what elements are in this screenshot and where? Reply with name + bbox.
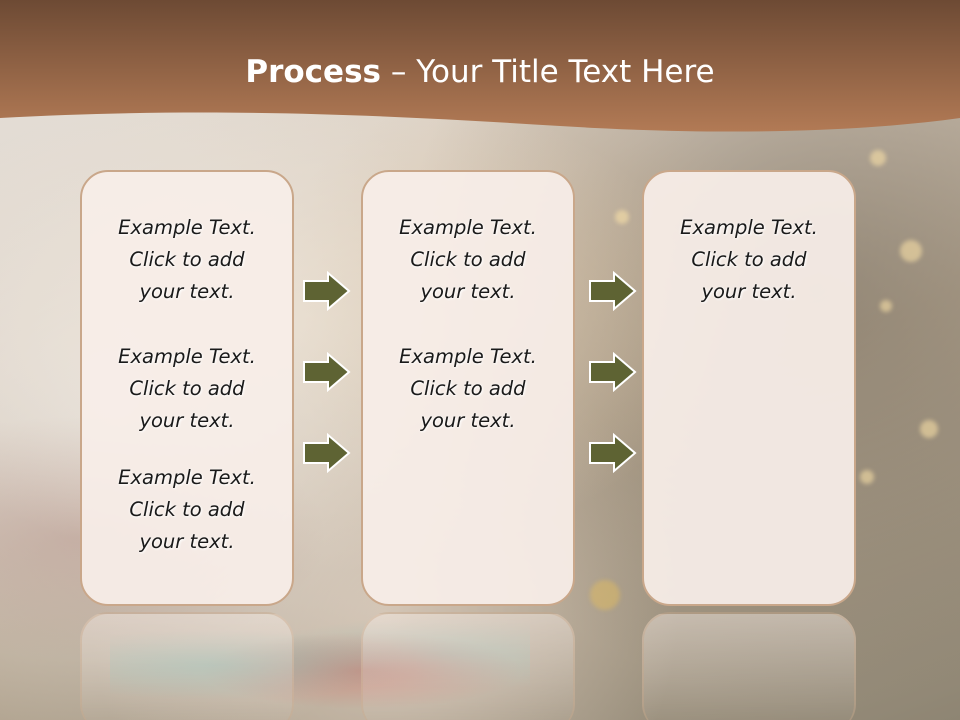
process-box-1[interactable]: Example Text. Click to add your text. Ex… <box>80 170 294 606</box>
process-box-3[interactable]: Example Text. Click to add your text. <box>642 170 856 606</box>
header-band <box>0 0 960 132</box>
bokeh-light <box>590 580 620 610</box>
text-block[interactable]: Example Text. Click to add your text. <box>82 462 292 558</box>
text-line: Example Text. <box>118 466 256 489</box>
text-line: Example Text. <box>399 345 537 368</box>
bokeh-light <box>920 420 938 438</box>
text-line: your text. <box>139 280 235 303</box>
text-line: Example Text. <box>399 216 537 239</box>
text-line: Click to add <box>410 248 526 271</box>
text-line: Example Text. <box>680 216 818 239</box>
text-line: Click to add <box>691 248 807 271</box>
bokeh-light <box>860 470 874 484</box>
right-arrow-icon[interactable] <box>588 433 638 473</box>
right-arrow-icon[interactable] <box>588 271 638 311</box>
text-line: Click to add <box>129 498 245 521</box>
text-line: your text. <box>139 409 235 432</box>
process-box-1-reflection <box>80 612 294 720</box>
background-scarf <box>110 610 530 720</box>
text-block[interactable]: Example Text. Click to add your text. <box>644 212 854 308</box>
title-bold: Process <box>245 54 381 90</box>
right-arrow-icon[interactable] <box>588 352 638 392</box>
text-line: your text. <box>420 409 516 432</box>
text-block[interactable]: Example Text. Click to add your text. <box>82 212 292 308</box>
page-title[interactable]: Process – Your Title Text Here <box>0 54 960 90</box>
title-rest: – Your Title Text Here <box>381 54 715 90</box>
text-block[interactable]: Example Text. Click to add your text. <box>363 341 573 437</box>
bokeh-light <box>900 240 922 262</box>
bokeh-light <box>880 300 892 312</box>
process-box-2-reflection <box>361 612 575 720</box>
right-arrow-icon[interactable] <box>302 433 352 473</box>
text-line: Click to add <box>410 377 526 400</box>
text-line: Example Text. <box>118 216 256 239</box>
process-box-2[interactable]: Example Text. Click to add your text. Ex… <box>361 170 575 606</box>
text-line: your text. <box>701 280 797 303</box>
text-line: Click to add <box>129 248 245 271</box>
text-line: Example Text. <box>118 345 256 368</box>
right-arrow-icon[interactable] <box>302 271 352 311</box>
bokeh-light <box>870 150 886 166</box>
text-line: your text. <box>139 530 235 553</box>
process-box-3-reflection <box>642 612 856 720</box>
text-line: Click to add <box>129 377 245 400</box>
text-block[interactable]: Example Text. Click to add your text. <box>82 341 292 437</box>
text-block[interactable]: Example Text. Click to add your text. <box>363 212 573 308</box>
bokeh-light <box>615 210 629 224</box>
right-arrow-icon[interactable] <box>302 352 352 392</box>
text-line: your text. <box>420 280 516 303</box>
